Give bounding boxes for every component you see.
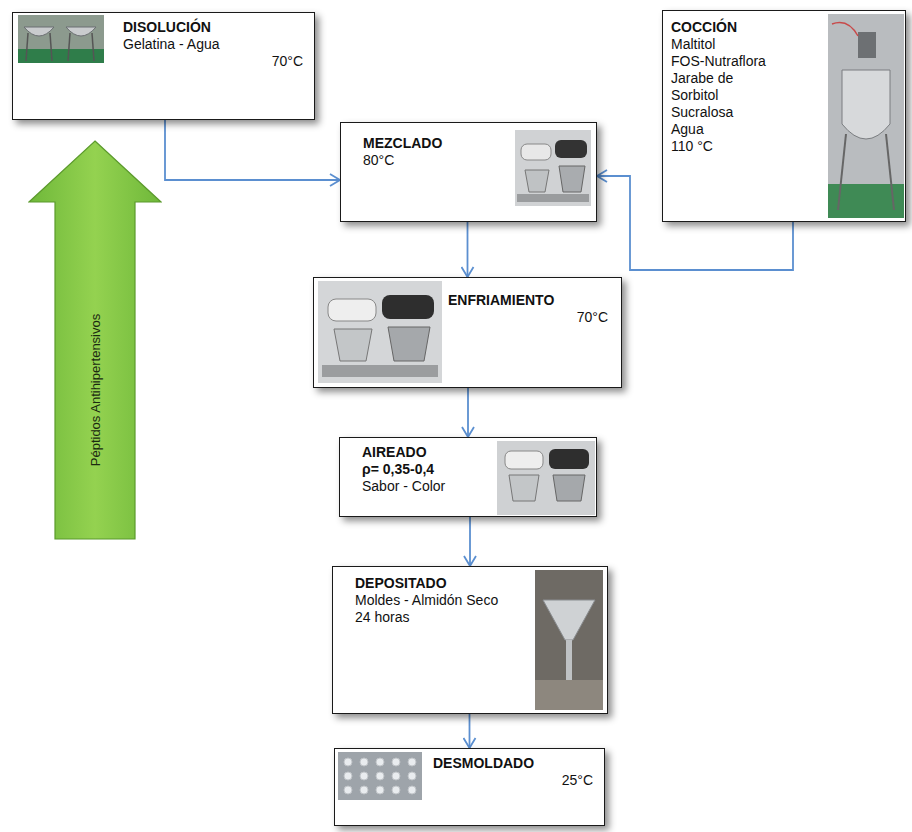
photo-mixer [515, 130, 591, 206]
photo-depositor [535, 570, 603, 710]
step-title: DISOLUCIÓN [123, 19, 303, 36]
step-title: AIREADO [362, 444, 512, 461]
text-area: AIREADOρ= 0,35-0,4Sabor - Color [362, 444, 512, 495]
step-title: DESMOLDADO [433, 755, 593, 772]
step-title: DEPOSITADO [355, 575, 545, 592]
photo-mixer [497, 441, 595, 515]
text-area: DISOLUCIÓNGelatina - Agua70°C [123, 19, 303, 70]
arrow-outline [29, 141, 161, 539]
photo-tanks [18, 15, 104, 63]
flow-arrow [467, 388, 469, 437]
flow-arrow [467, 222, 469, 277]
step-detail: 24 horas [355, 609, 545, 626]
step-detail: FOS-Nutraflora [671, 53, 771, 70]
photo-mixer [318, 281, 442, 383]
step-detail: 25°C [433, 772, 593, 789]
step-detail: Agua [671, 121, 771, 138]
flow-arrow [165, 120, 340, 180]
text-area: MEZCLADO80°C [363, 135, 513, 169]
step-detail: 110 °C [671, 138, 771, 155]
step-title: COCCIÓN [671, 19, 771, 36]
step-detail: Gelatina - Agua [123, 36, 303, 53]
step-detail: Sabor - Color [362, 478, 512, 495]
photo-candies [338, 752, 422, 800]
step-detail: 70°C [123, 53, 303, 70]
text-area: DESMOLDADO25°C [433, 755, 593, 789]
photo-cooker [828, 14, 904, 218]
step-detail: ρ= 0,35-0,4 [362, 461, 512, 478]
input-label: Péptidos Antihipertensivos [87, 314, 104, 466]
step-detail: 70°C [448, 309, 608, 326]
text-area: COCCIÓNMaltitolFOS-NutrafloraJarabe de S… [671, 19, 771, 155]
step-title: ENFRIAMIENTO [448, 292, 608, 309]
step-detail: 80°C [363, 152, 513, 169]
flow-arrow [469, 714, 471, 748]
text-area: DEPOSITADOMoldes - Almidón Seco24 horas [355, 575, 545, 626]
text-area: ENFRIAMIENTO70°C [448, 292, 608, 326]
flow-arrow [469, 517, 471, 566]
step-detail: Moldes - Almidón Seco [355, 592, 545, 609]
step-detail: Maltitol [671, 36, 771, 53]
step-detail: Sucralosa [671, 104, 771, 121]
step-title: MEZCLADO [363, 135, 513, 152]
input-arrow: Péptidos Antihipertensivos [28, 140, 162, 540]
step-detail: Jarabe de Sorbitol [671, 70, 771, 104]
